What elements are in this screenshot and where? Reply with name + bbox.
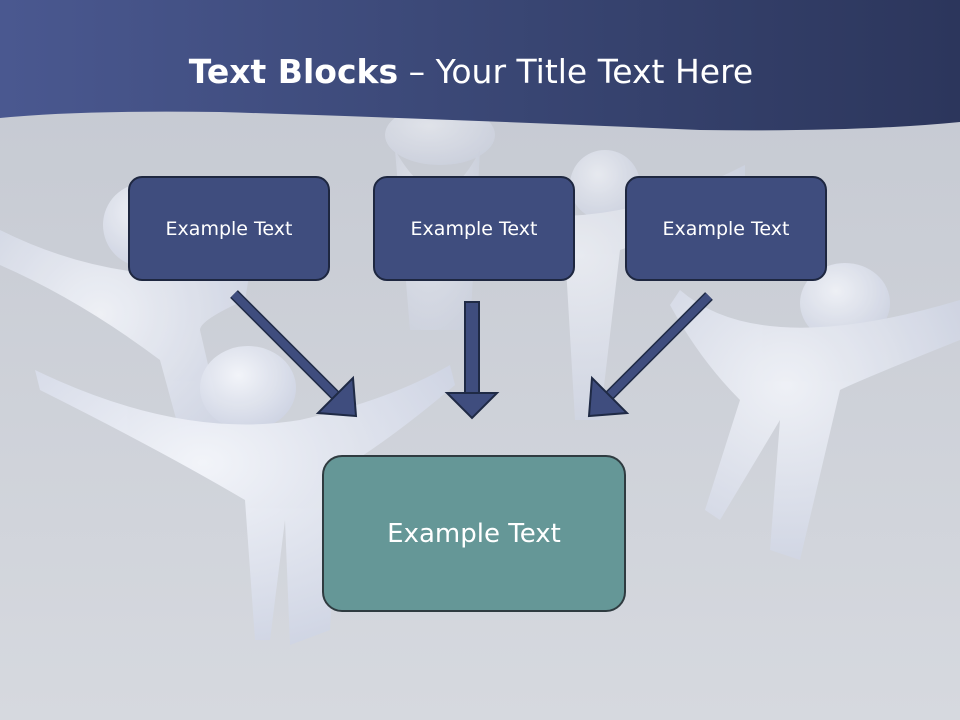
text-block-result: Example Text	[322, 455, 626, 612]
figure-front	[35, 346, 455, 645]
text-block-left: Example Text	[128, 176, 330, 281]
text-block-center: Example Text	[373, 176, 575, 281]
arrow-left	[230, 290, 358, 418]
slide-title: Text Blocks – Your Title Text Here	[0, 52, 942, 91]
title-regular: Your Title Text Here	[435, 52, 754, 91]
arrow-right	[587, 292, 713, 418]
arrow-center	[444, 301, 500, 420]
title-bold: Text Blocks	[188, 52, 399, 91]
figure-right	[670, 263, 960, 560]
text-block-right: Example Text	[625, 176, 827, 281]
header-band	[0, 0, 960, 131]
title-separator: –	[398, 52, 436, 91]
